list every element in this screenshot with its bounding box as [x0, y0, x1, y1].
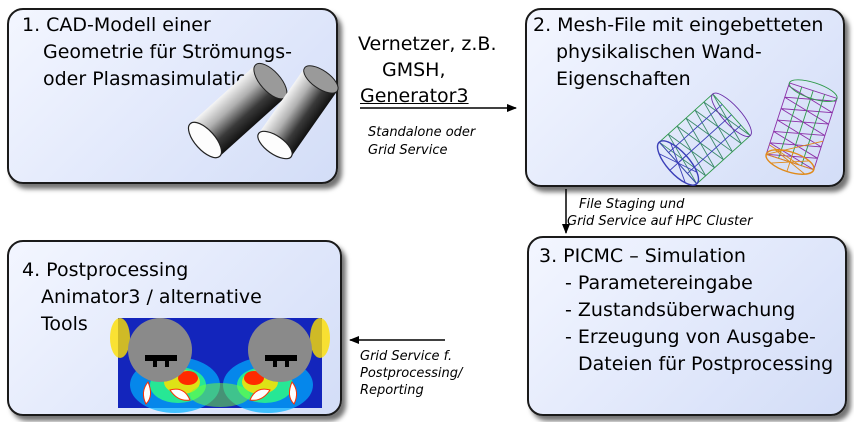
- arrow12-tools-line2: GMSH,: [382, 59, 446, 81]
- arrow23-note-line2: Grid Service auf HPC Cluster: [567, 214, 753, 229]
- mesh-cylinders-image: [656, 79, 838, 186]
- step1-line3: oder Plasmasimulation: [43, 68, 260, 90]
- arrow34-note-line2: Postprocessing/: [360, 366, 463, 381]
- step3-picmc-simulation-box: [527, 236, 847, 416]
- cad-cylinders-image: [187, 62, 339, 160]
- step1-line1: 1. CAD-Modell einer: [22, 14, 211, 36]
- arrow23-note-line1: File Staging und: [579, 197, 685, 212]
- step3-item-erzeugung: - Erzeugung von Ausgabe-: [565, 326, 816, 348]
- step2-line1: 2. Mesh-File mit eingebetteten: [533, 14, 824, 36]
- step3-title: 3. PICMC – Simulation: [539, 245, 746, 267]
- step3-item-dateien: Dateien für Postprocessing: [578, 353, 834, 375]
- step4-line1: 4. Postprocessing: [22, 259, 189, 281]
- arrow12-note-line1: Standalone oder: [368, 125, 476, 140]
- step4-line3: Tools: [41, 313, 88, 335]
- arrow34-note-line3: Reporting: [360, 383, 424, 398]
- step1-line2: Geometrie für Strömungs-: [43, 41, 293, 63]
- arrow12-tools-line3: Generator3: [360, 85, 469, 107]
- plasma-heatmap-image: [110, 318, 330, 413]
- step3-item-parametereingabe: - Parametereingabe: [565, 272, 753, 294]
- step2-line2: physikalischen Wand-: [556, 41, 762, 63]
- arrow12-tools-line1: Vernetzer, z.B.: [358, 33, 497, 55]
- step3-item-zustandsueberwachung: - Zustandsüberwachung: [565, 299, 796, 321]
- arrow12-note-line2: Grid Service: [368, 143, 448, 158]
- step2-line3: Eigenschaften: [556, 68, 691, 90]
- arrow34-note-line1: Grid Service f.: [360, 349, 453, 364]
- step4-line2: Animator3 / alternative: [41, 286, 262, 308]
